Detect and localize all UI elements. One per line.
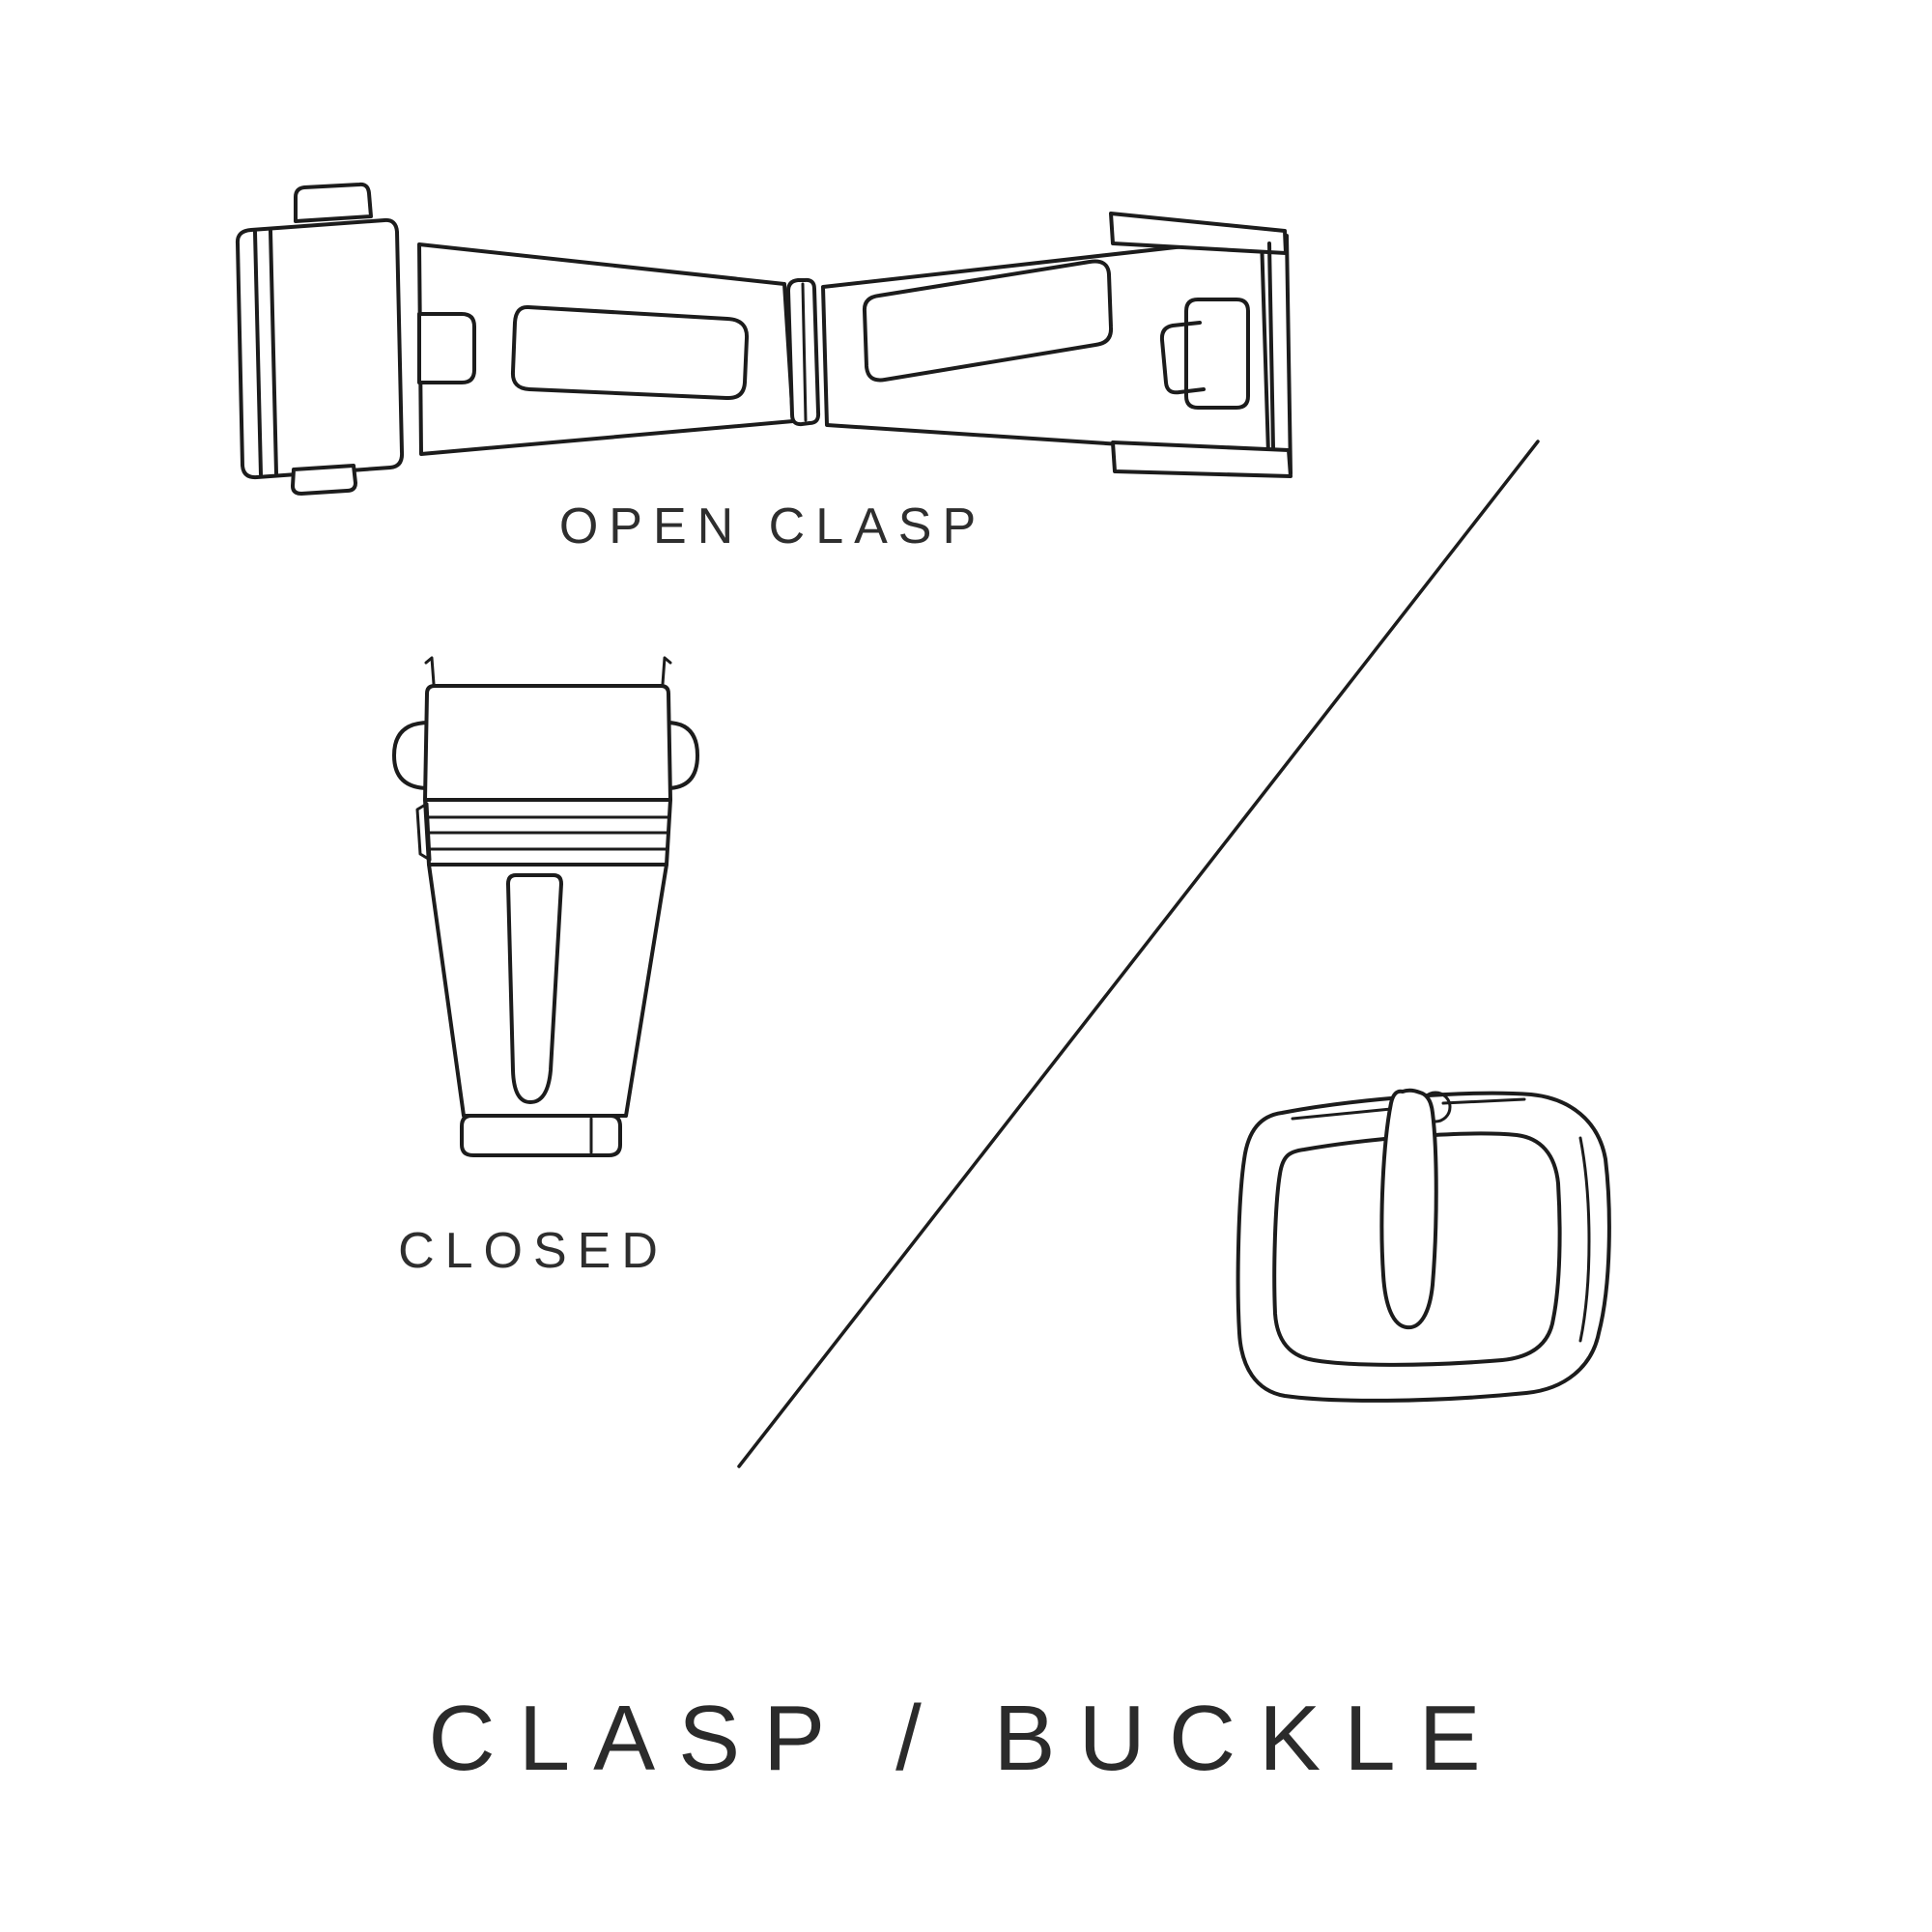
buckle-crossbar xyxy=(1291,1107,1393,1121)
buckle-tang xyxy=(1379,1088,1438,1330)
closed-clasp-ear-left xyxy=(392,721,431,790)
open-clasp-release-notch xyxy=(417,312,476,384)
buckle-side-thickness-line xyxy=(1578,1136,1591,1343)
right-end-edge xyxy=(1267,242,1275,450)
buckle-crossbar xyxy=(1441,1097,1526,1105)
buckle-inner-opening xyxy=(1272,1131,1562,1367)
closed-clasp-prong xyxy=(424,656,436,686)
hinge-center-line xyxy=(801,282,808,422)
divider-line xyxy=(737,440,1540,1468)
closed-clasp-slot xyxy=(506,873,563,1104)
open-clasp-right-top-flange xyxy=(1109,212,1288,255)
closed-clasp-prong xyxy=(661,656,672,686)
closed-clasp-ear-right xyxy=(665,721,699,790)
closed-clasp-band-fold xyxy=(415,802,432,862)
open-clasp-bottom-tab xyxy=(291,464,357,496)
open-clasp-end-link xyxy=(235,217,405,480)
end-link-edge-line xyxy=(253,230,263,476)
closed-clasp-illustration xyxy=(392,656,699,1157)
open-clasp-illustration xyxy=(235,182,1293,496)
end-link-edge-line xyxy=(269,229,278,475)
closed-clasp-bottom-cap xyxy=(460,1114,622,1157)
open-clasp-left-window xyxy=(510,304,750,401)
open-clasp-right-window xyxy=(862,259,1114,383)
closed-clasp-top-block xyxy=(423,684,672,802)
page-title: CLASP / BUCKLE xyxy=(428,1687,1503,1790)
open-clasp-top-tab xyxy=(294,182,373,223)
open-clasp-catch-hook xyxy=(1159,321,1206,395)
tang-buckle-illustration xyxy=(1236,1088,1611,1403)
open-clasp-catch xyxy=(1184,298,1250,410)
open-clasp-right-bottom-flange xyxy=(1111,440,1293,478)
open-clasp-label: OPEN CLASP xyxy=(559,498,986,554)
closed-clasp-body xyxy=(427,863,668,1118)
closed-label: CLOSED xyxy=(398,1223,668,1279)
right-end-edge xyxy=(1285,234,1293,475)
